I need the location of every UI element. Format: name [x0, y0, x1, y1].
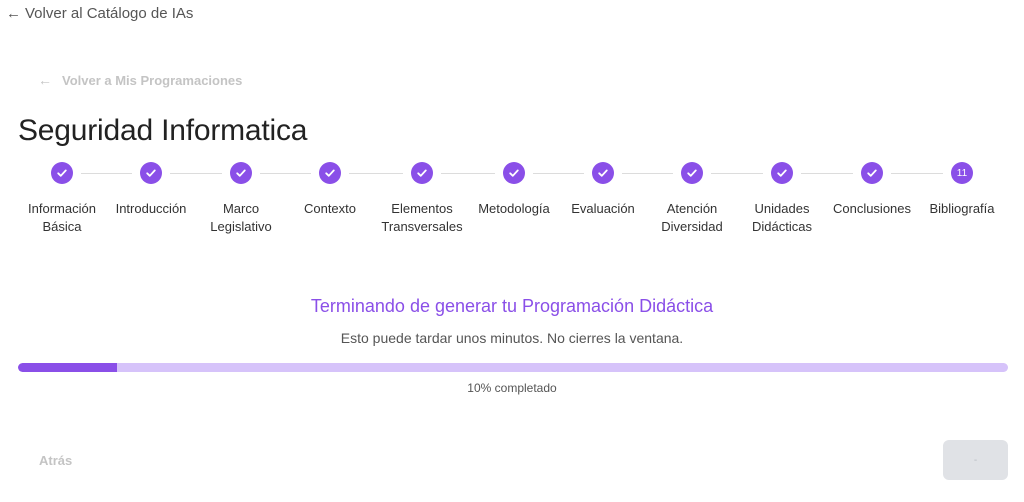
progress-bar: [18, 363, 1008, 372]
stepper-step[interactable]: Atención Diversidad: [637, 162, 747, 236]
progress-stepper: Información Básica Introducción Marco Legi…: [0, 162, 1024, 242]
page-title: Seguridad Informatica: [18, 114, 308, 147]
stepper-step[interactable]: Contexto: [275, 162, 385, 218]
step-connector: [441, 173, 495, 174]
progress-text: 10% completado: [467, 381, 557, 395]
back-button[interactable]: Atrás: [39, 453, 73, 468]
step-label: Bibliografía: [929, 201, 995, 216]
check-icon: [51, 162, 73, 184]
stepper-step[interactable]: Elementos Transversales: [367, 162, 477, 236]
status-subtitle: Esto puede tardar unos minutos. No cierr…: [340, 330, 684, 346]
arrow-left-icon: ←: [6, 5, 21, 22]
step-label: Atención Diversidad: [661, 201, 723, 234]
check-icon: [503, 162, 525, 184]
step-connector: [533, 173, 584, 174]
back-to-programs-label: Volver a Mis Programaciones: [62, 72, 243, 88]
stepper-step[interactable]: Metodología: [459, 162, 569, 218]
stepper-step[interactable]: Unidades Didácticas: [727, 162, 837, 236]
step-label: Contexto: [303, 201, 357, 216]
step-connector: [170, 173, 222, 174]
step-label: Conclusiones: [832, 201, 912, 216]
stepper-step[interactable]: Conclusiones: [817, 162, 927, 218]
stepper-step[interactable]: Información Básica: [7, 162, 117, 236]
back-to-catalog-link[interactable]: ← Volver al Catálogo de IAs: [6, 5, 193, 22]
check-icon: [319, 162, 341, 184]
check-icon: [230, 162, 252, 184]
step-label: Introducción: [115, 201, 187, 216]
step-connector: [711, 173, 763, 174]
check-icon: [411, 162, 433, 184]
step-connector: [891, 173, 943, 174]
check-icon: [140, 162, 162, 184]
next-button[interactable]: -: [943, 440, 1008, 480]
check-icon: [681, 162, 703, 184]
back-to-programs-link[interactable]: ← Volver a Mis Programaciones: [38, 72, 242, 88]
step-number: 11: [951, 162, 973, 184]
progress-bar-fill: [18, 363, 117, 372]
check-icon: [771, 162, 793, 184]
step-connector: [81, 173, 132, 174]
back-to-catalog-label: Volver al Catálogo de IAs: [25, 5, 194, 22]
step-connector: [260, 173, 311, 174]
step-label: Marco Legislativo: [210, 201, 272, 234]
step-connector: [349, 173, 403, 174]
step-label: Elementos Transversales: [381, 201, 463, 234]
arrow-left-icon: ←: [38, 72, 52, 88]
step-connector: [622, 173, 673, 174]
status-title: Terminando de generar tu Programación Di…: [310, 296, 714, 316]
check-icon: [861, 162, 883, 184]
step-connector: [801, 173, 853, 174]
stepper-step[interactable]: Introducción: [96, 162, 206, 218]
stepper-step[interactable]: Marco Legislativo: [186, 162, 296, 236]
step-label: Información Básica: [28, 201, 96, 234]
step-label: Metodología: [478, 201, 550, 216]
step-label: Unidades Didácticas: [752, 201, 812, 234]
step-label: Evaluación: [571, 201, 635, 216]
check-icon: [592, 162, 614, 184]
stepper-step[interactable]: Evaluación: [548, 162, 658, 218]
